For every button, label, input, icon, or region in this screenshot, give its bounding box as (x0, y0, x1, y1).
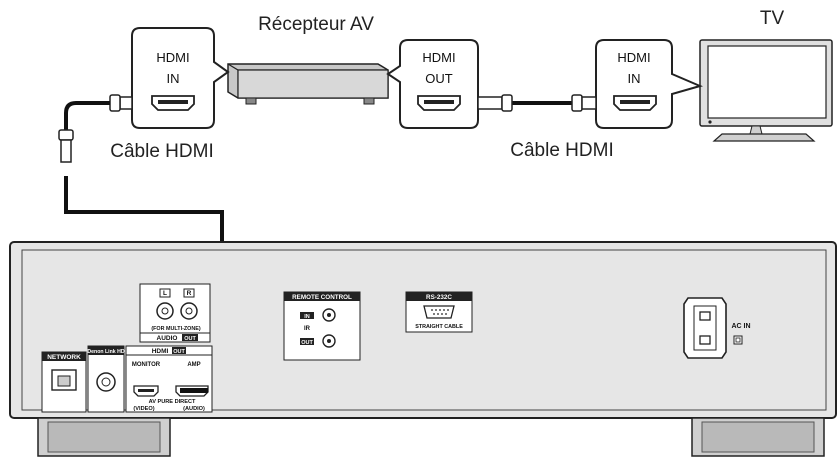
av-receiver-label: Récepteur AV (258, 14, 374, 35)
cable-left-label: Câble HDMI (110, 141, 213, 162)
ac-in-section: AC IN (683, 297, 751, 359)
callout-receiver-hdmi-in: HDMI IN (131, 27, 230, 129)
hdmi-out-section: HDMI OUT MONITOR AMP AV PURE DIRECT (VID… (125, 345, 213, 413)
rs232c-section: RS-232C STRAIGHT CABLE (405, 291, 473, 333)
audio-out-tag: OUT (184, 336, 196, 342)
ac-in-label: AC IN (731, 323, 750, 330)
hdmi-cable-right (477, 94, 597, 112)
rc-in-label: IN (304, 314, 310, 320)
network-label: NETWORK (47, 354, 81, 361)
callout-receiver-in-line2: IN (167, 71, 180, 86)
cable-right-label: Câble HDMI (510, 140, 613, 161)
tv-label: TV (760, 8, 785, 29)
audio-l-label: L (163, 290, 167, 297)
rc-ir-label: IR (304, 326, 311, 332)
rs232c-port (423, 305, 455, 319)
remote-control-label: REMOTE CONTROL (292, 294, 352, 301)
rc-out-label: OUT (301, 340, 313, 346)
monitor-label: MONITOR (132, 362, 161, 368)
for-multizone-label: (FOR MULTI-ZONE) (151, 326, 201, 332)
callout-tv-hdmi-in: HDMI IN (595, 39, 703, 129)
hdmi-header-label: HDMI (152, 348, 169, 355)
audio-r-label: R (187, 290, 192, 297)
denon-link-section: Denon Link HD (87, 345, 125, 413)
callout-receiver-hdmi-out: HDMI OUT (386, 39, 479, 129)
remote-control-section: REMOTE CONTROL IN IR OUT (283, 291, 361, 361)
callout-receiver-out-line2: OUT (425, 71, 453, 86)
audio-out-section: L R (FOR MULTI-ZONE) AUDIO OUT (139, 283, 211, 343)
callout-tv-in-line2: IN (628, 71, 641, 86)
callout-receiver-out-line1: HDMI (422, 50, 455, 65)
audio-out-header: AUDIO (157, 335, 178, 342)
network-section: NETWORK (41, 351, 87, 413)
amp-label: AMP (187, 362, 200, 368)
av-receiver (227, 63, 389, 105)
hdmi-out-tag: OUT (173, 349, 185, 355)
callout-tv-in-line1: HDMI (617, 50, 650, 65)
straight-cable-label: STRAIGHT CABLE (415, 324, 463, 330)
rs232c-label: RS-232C (426, 294, 452, 301)
callout-receiver-in-line1: HDMI (156, 50, 189, 65)
av-pure-direct-label: AV PURE DIRECT (149, 399, 196, 405)
audio-paren-label: (AUDIO) (183, 406, 205, 412)
denon-link-label: Denon Link HD (87, 349, 124, 355)
tv-monitor (699, 39, 833, 142)
video-label: (VIDEO) (133, 406, 154, 412)
